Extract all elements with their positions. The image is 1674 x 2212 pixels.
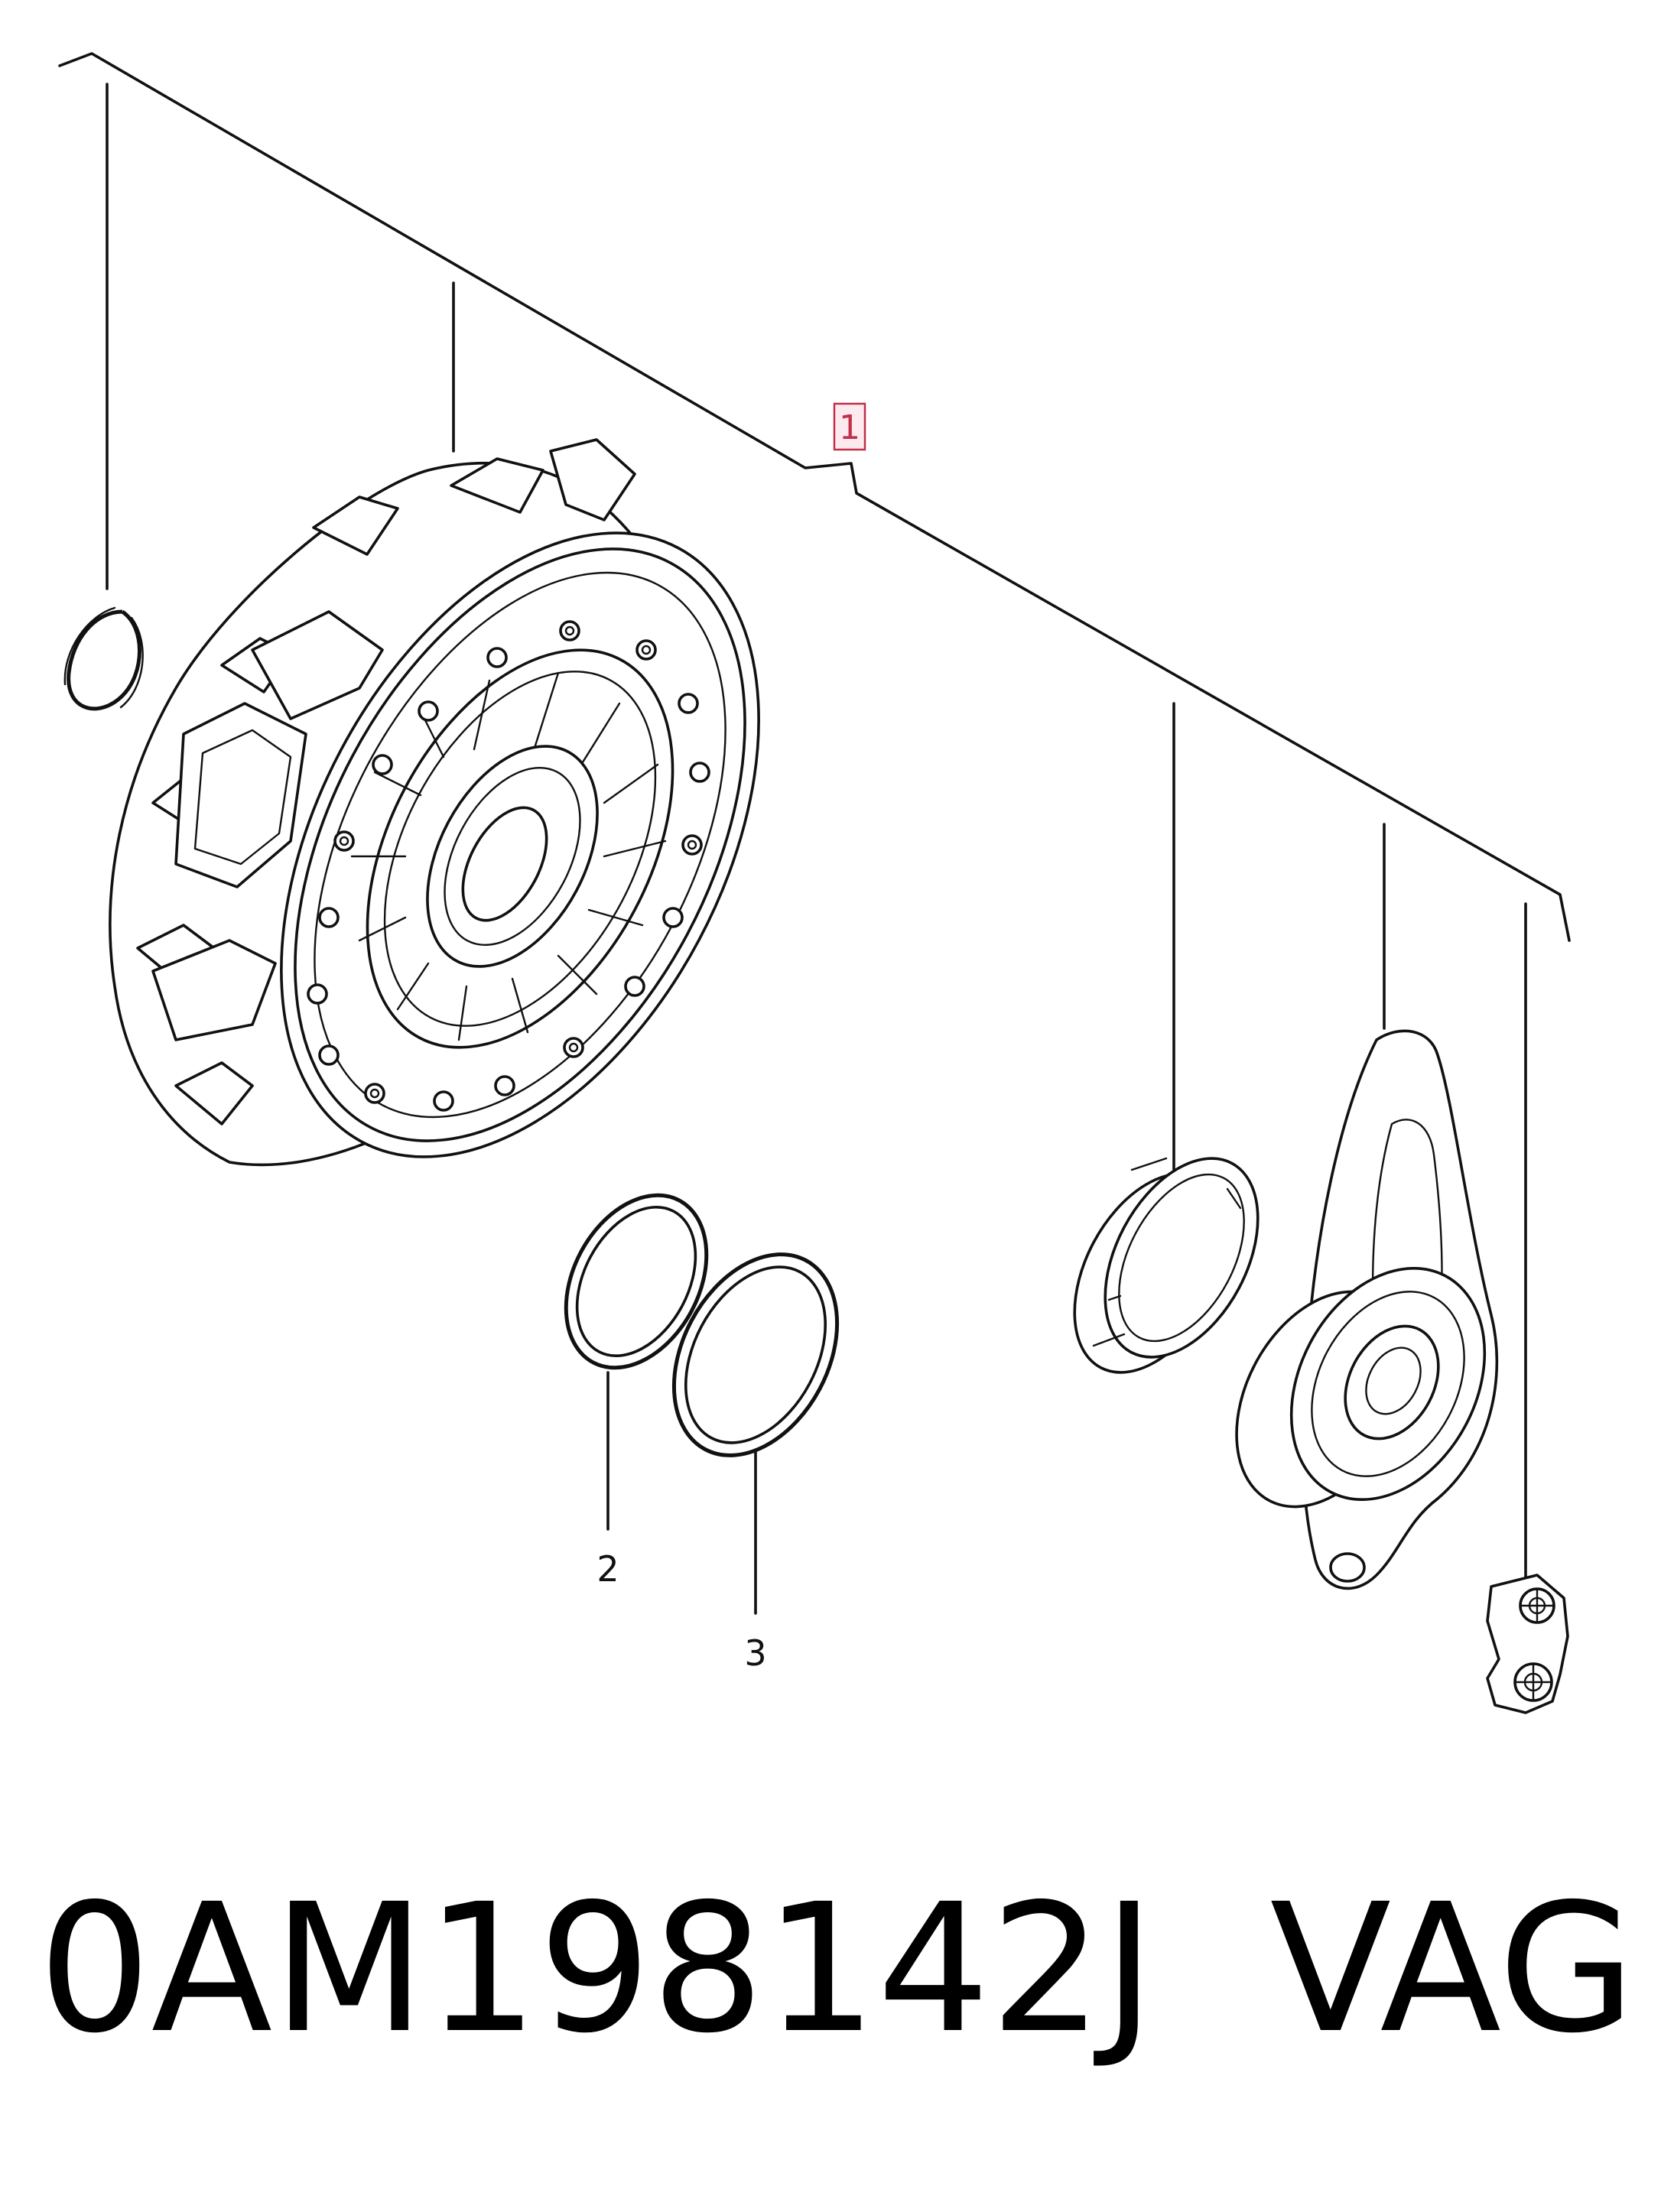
release-lever <box>1235 1029 1499 1590</box>
group-bracket-lines <box>58 52 1571 1588</box>
seal-sleeve <box>1073 1157 1260 1374</box>
o-ring-3 <box>671 1252 840 1615</box>
callout-1-label: 1 <box>839 408 860 447</box>
callout-1[interactable]: 1 <box>833 402 866 451</box>
o-ring-2 <box>564 1193 709 1531</box>
part-number: 0AM198142J <box>38 1866 1156 2072</box>
sensor-connector <box>1486 1574 1569 1714</box>
callout-3[interactable]: 3 <box>744 1632 766 1674</box>
clutch-assembly <box>109 438 760 1167</box>
brand-name: VAG <box>1269 1866 1636 2072</box>
snap-ring <box>63 606 144 711</box>
callout-2[interactable]: 2 <box>596 1548 619 1590</box>
